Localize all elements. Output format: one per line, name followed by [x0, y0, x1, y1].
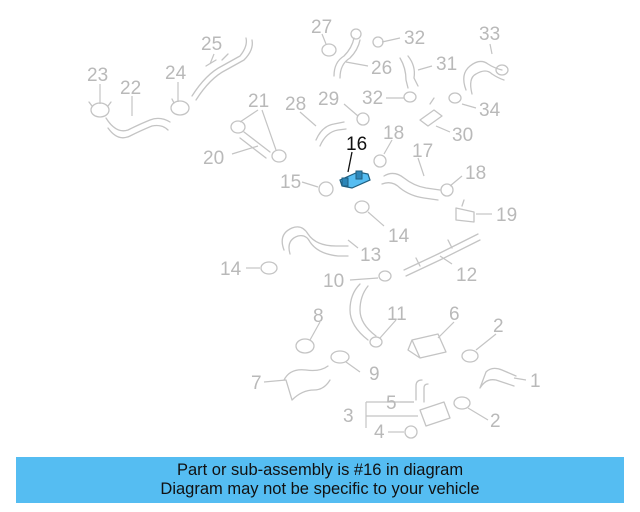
parts-diagram: 27 32 33 25 31 26 23 22 24 21 28 29 32 3…	[87, 17, 541, 443]
callout-33: 33	[479, 24, 500, 45]
part-16-highlighted	[339, 170, 371, 189]
banner-line-2: Diagram may not be specific to your vehi…	[160, 480, 480, 498]
callout-24: 24	[165, 63, 187, 84]
callout-14: 14	[388, 226, 410, 247]
callout-10: 10	[323, 271, 344, 292]
callout-11: 11	[387, 304, 407, 325]
callout-5: 5	[386, 393, 397, 414]
banner-line-1: Part or sub-assembly is #16 in diagram	[176, 461, 464, 479]
callout-30: 30	[452, 125, 473, 146]
callout-31: 31	[436, 54, 457, 75]
callout-6: 6	[449, 304, 460, 325]
callout-1: 1	[530, 371, 541, 392]
callout-18b: 18	[465, 163, 486, 184]
callout-8: 8	[313, 306, 324, 327]
callout-16-highlighted: 16	[346, 134, 367, 155]
callout-9: 9	[369, 364, 380, 385]
callout-18: 18	[383, 123, 404, 144]
callout-19: 19	[496, 205, 517, 226]
callout-17: 17	[412, 141, 433, 162]
callout-34: 34	[479, 100, 501, 121]
callout-27: 27	[311, 17, 332, 38]
callout-21: 21	[248, 91, 269, 112]
callout-26: 26	[371, 58, 392, 79]
callout-4: 4	[374, 422, 385, 443]
callout-15: 15	[280, 172, 301, 193]
callout-20: 20	[203, 148, 224, 169]
info-banner: Part or sub-assembly is #16 in diagram D…	[16, 457, 624, 503]
callout-29: 29	[318, 89, 339, 110]
part-drawings	[88, 28, 517, 439]
callout-28: 28	[285, 94, 306, 115]
callout-2: 2	[493, 316, 504, 337]
callout-22: 22	[120, 78, 141, 99]
callout-14b: 14	[220, 259, 242, 280]
callout-32b: 32	[362, 88, 383, 109]
callout-7: 7	[251, 373, 262, 394]
callout-32: 32	[404, 28, 425, 49]
callout-12: 12	[456, 265, 477, 286]
callout-13: 13	[360, 245, 381, 266]
callout-3: 3	[343, 406, 354, 427]
leader-lines	[99, 33, 527, 433]
callout-23: 23	[87, 65, 108, 86]
callout-2b: 2	[490, 411, 501, 432]
callout-numbers: 27 32 33 25 31 26 23 22 24 21 28 29 32 3…	[87, 17, 541, 443]
callout-25: 25	[201, 34, 222, 55]
